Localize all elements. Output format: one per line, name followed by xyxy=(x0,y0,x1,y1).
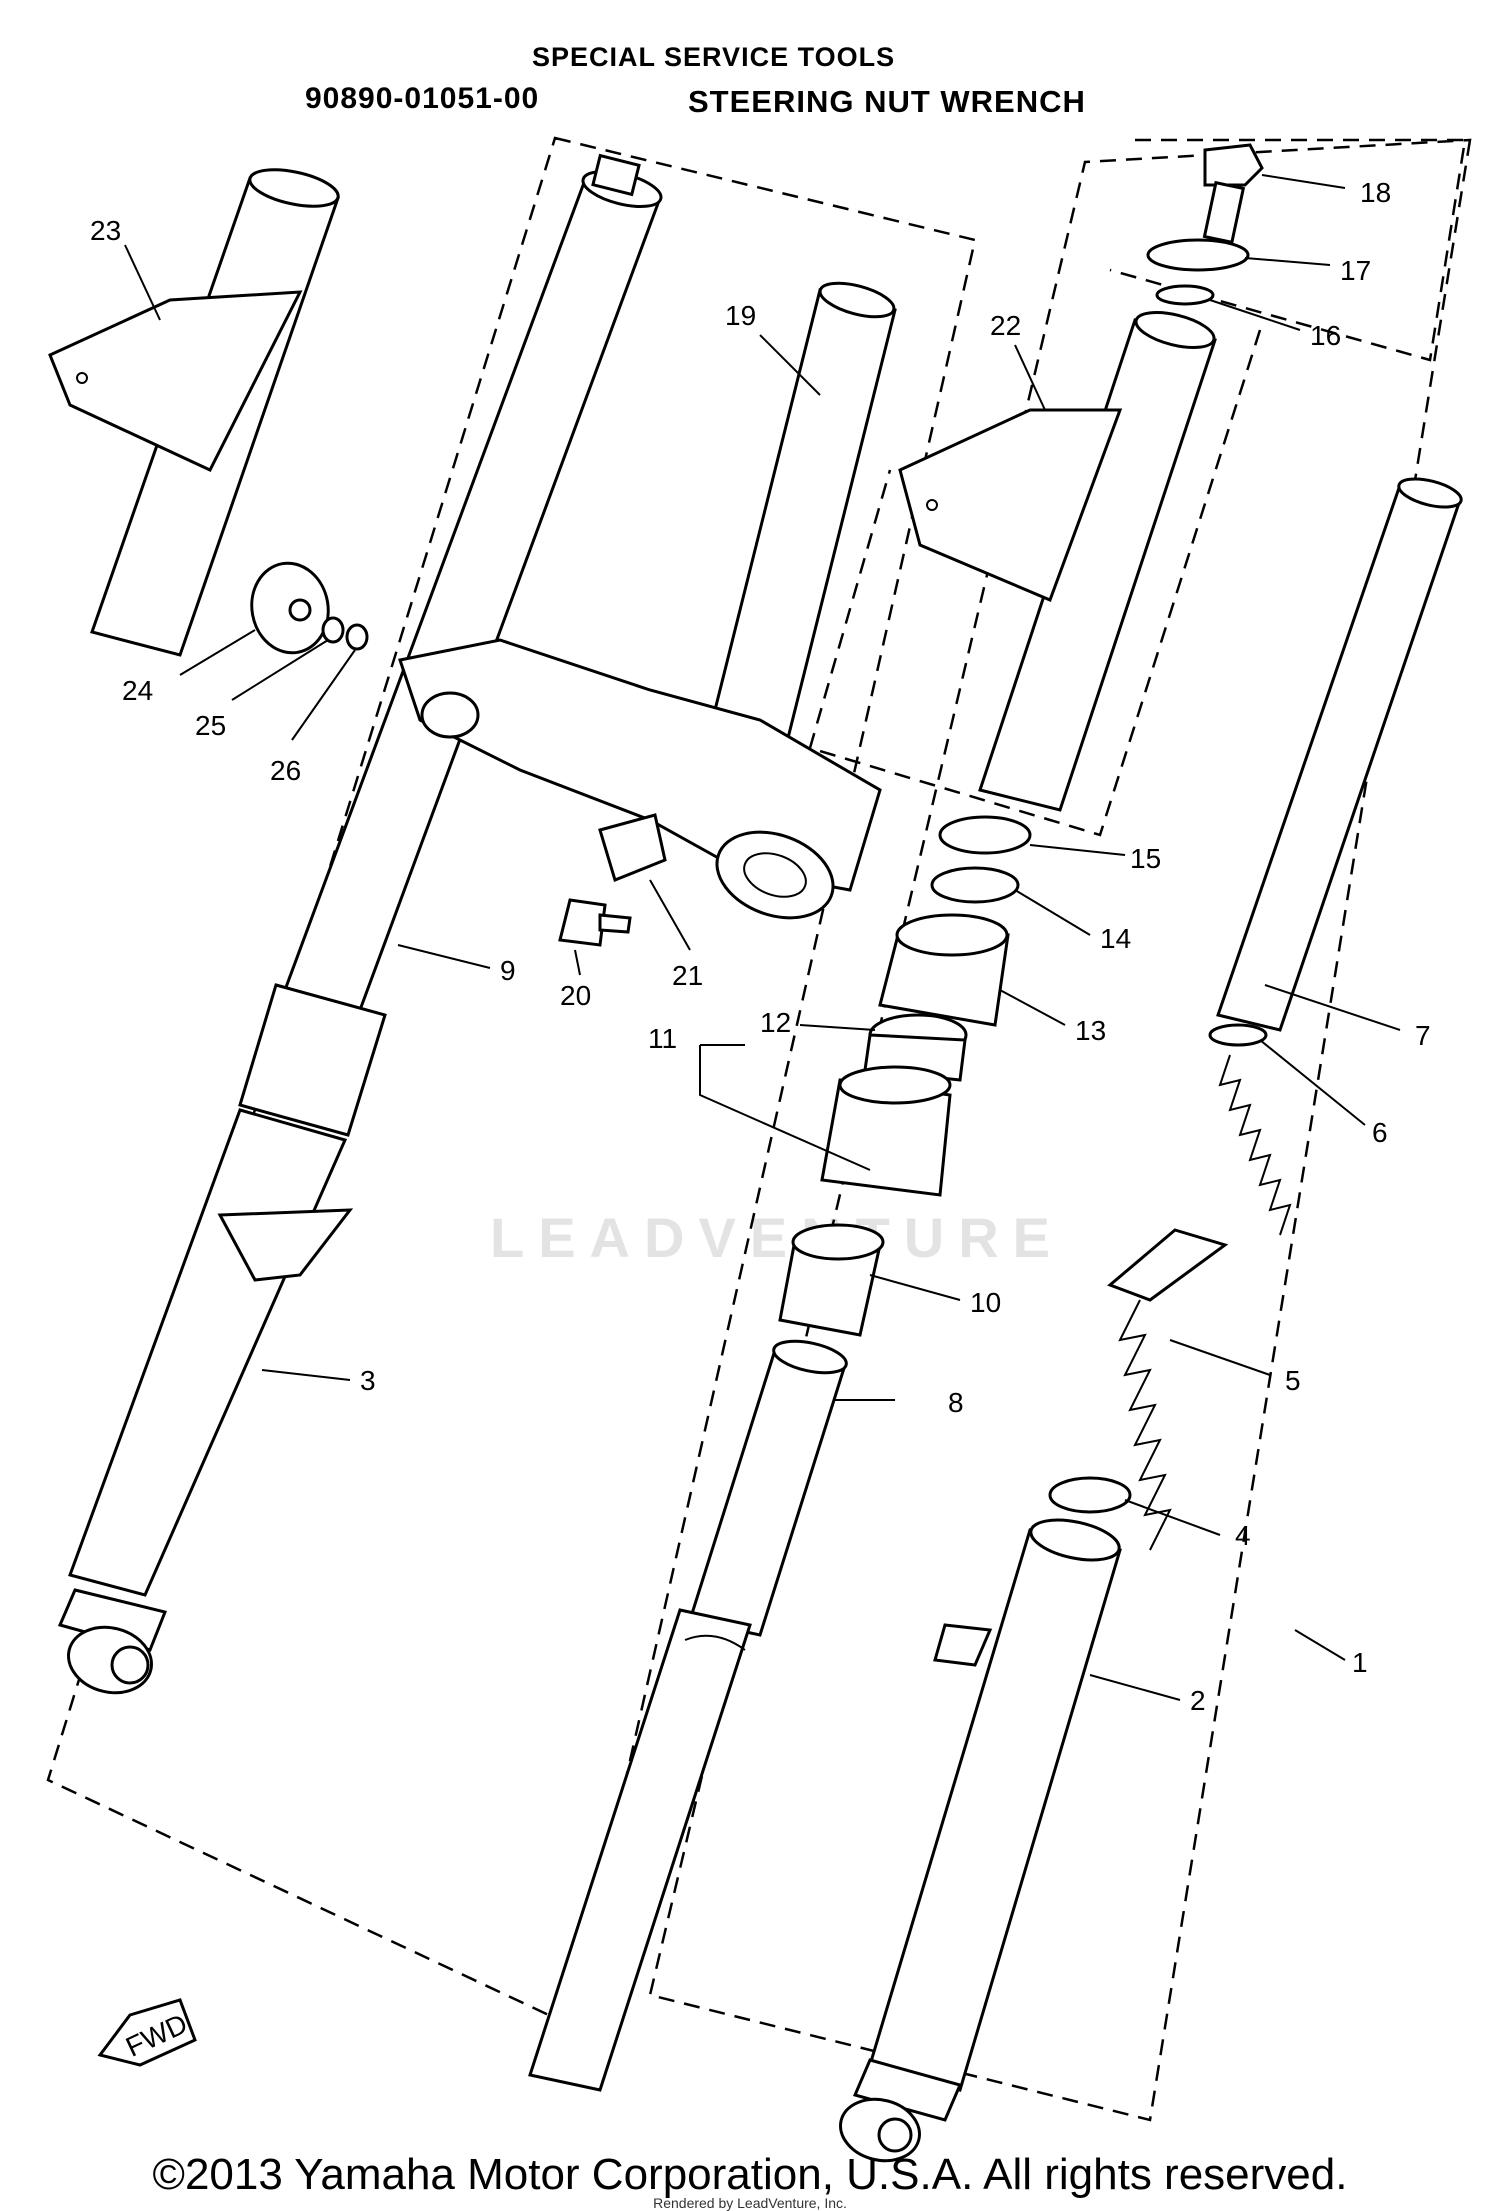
callout-18: 18 xyxy=(1261,174,1391,208)
callout-7-label: 7 xyxy=(1415,1020,1431,1051)
callout-15: 15 xyxy=(1029,843,1161,874)
callout-23-label: 23 xyxy=(90,215,121,246)
callout-22-label: 22 xyxy=(990,310,1021,341)
rendered-by-credit: Rendered by LeadVenture, Inc. xyxy=(653,2195,847,2211)
assembly-outline-top-right xyxy=(1109,138,1467,362)
callout-2-label: 2 xyxy=(1190,1685,1206,1716)
callout-6-label: 6 xyxy=(1372,1117,1388,1148)
callout-25: 25 xyxy=(195,639,329,741)
callout-17-label: 17 xyxy=(1340,255,1371,286)
copyright-notice: ©2013 Yamaha Motor Corporation, U.S.A. A… xyxy=(152,2150,1348,2199)
callout-20-label: 20 xyxy=(560,980,591,1011)
callout-5-label: 5 xyxy=(1285,1365,1301,1396)
callout-6: 6 xyxy=(1259,1039,1388,1148)
callout-5: 5 xyxy=(1169,1339,1301,1396)
fork-tube-cover xyxy=(1216,477,1463,1032)
callout-25-label: 25 xyxy=(195,710,226,741)
callout-21: 21 xyxy=(649,879,703,991)
fork-spring xyxy=(1107,1023,1292,1551)
callout-20: 20 xyxy=(560,949,591,1011)
callout-12-label: 12 xyxy=(760,1007,791,1038)
callout-16: 16 xyxy=(1209,299,1341,351)
steering-bearing-stack xyxy=(778,815,1032,1337)
assembly-outline-upper-tube xyxy=(808,329,1262,837)
fwd-arrow-icon[interactable]: FWD xyxy=(97,1998,197,2067)
right-headlight-stay xyxy=(898,311,1217,812)
callout-24: 24 xyxy=(122,629,256,706)
callout-2: 2 xyxy=(1089,1674,1206,1716)
inner-fork-tube xyxy=(528,1339,848,2092)
watermark: LEADVENTURE xyxy=(490,1206,1065,1269)
callout-11: 11 xyxy=(648,1023,871,1171)
callout-10: 10 xyxy=(869,1274,1001,1318)
callout-8: 8 xyxy=(835,1387,964,1418)
cap-bolt-assembly xyxy=(1146,143,1264,306)
callout-17: 17 xyxy=(1244,255,1371,286)
callout-7: 7 xyxy=(1264,984,1431,1051)
outer-tube-right xyxy=(839,1476,1132,2163)
callout-15-label: 15 xyxy=(1130,843,1161,874)
callout-23: 23 xyxy=(90,215,161,321)
callout-1: 1 xyxy=(1294,1629,1368,1678)
callout-16-label: 16 xyxy=(1310,320,1341,351)
callout-26-label: 26 xyxy=(270,755,301,786)
callout-3: 3 xyxy=(261,1365,376,1396)
callout-11-label: 11 xyxy=(648,1023,677,1054)
callout-4-label: 4 xyxy=(1235,1520,1251,1551)
callout-9-label: 9 xyxy=(500,955,516,986)
tool-name: STEERING NUT WRENCH xyxy=(688,84,1086,119)
callout-24-label: 24 xyxy=(122,675,153,706)
callout-19: 19 xyxy=(725,300,821,396)
callout-4: 4 xyxy=(1124,1499,1251,1551)
callout-19-label: 19 xyxy=(725,300,756,331)
callout-26: 26 xyxy=(270,649,356,786)
callout-22: 22 xyxy=(990,310,1046,411)
header-title: SPECIAL SERVICE TOOLS xyxy=(532,42,896,72)
callout-9: 9 xyxy=(397,944,516,986)
callout-14: 14 xyxy=(1014,889,1131,954)
cap-and-washers xyxy=(250,561,369,655)
callout-21-label: 21 xyxy=(672,960,703,991)
callout-12: 12 xyxy=(760,1007,876,1038)
callout-13: 13 xyxy=(999,989,1106,1046)
callout-8-label: 8 xyxy=(948,1387,964,1418)
callout-18-label: 18 xyxy=(1360,177,1391,208)
callout-13-label: 13 xyxy=(1075,1015,1106,1046)
callout-14-label: 14 xyxy=(1100,923,1131,954)
steering-stem-bracket xyxy=(398,281,897,920)
tool-number: 90890-01051-00 xyxy=(305,82,540,115)
left-fork-leg xyxy=(57,153,663,1695)
headlight-stay-tube xyxy=(48,168,340,657)
callout-10-label: 10 xyxy=(970,1287,1001,1318)
callout-1-label: 1 xyxy=(1352,1647,1368,1678)
cable-clamp-and-bolt xyxy=(558,813,667,947)
callout-3-label: 3 xyxy=(360,1365,376,1396)
